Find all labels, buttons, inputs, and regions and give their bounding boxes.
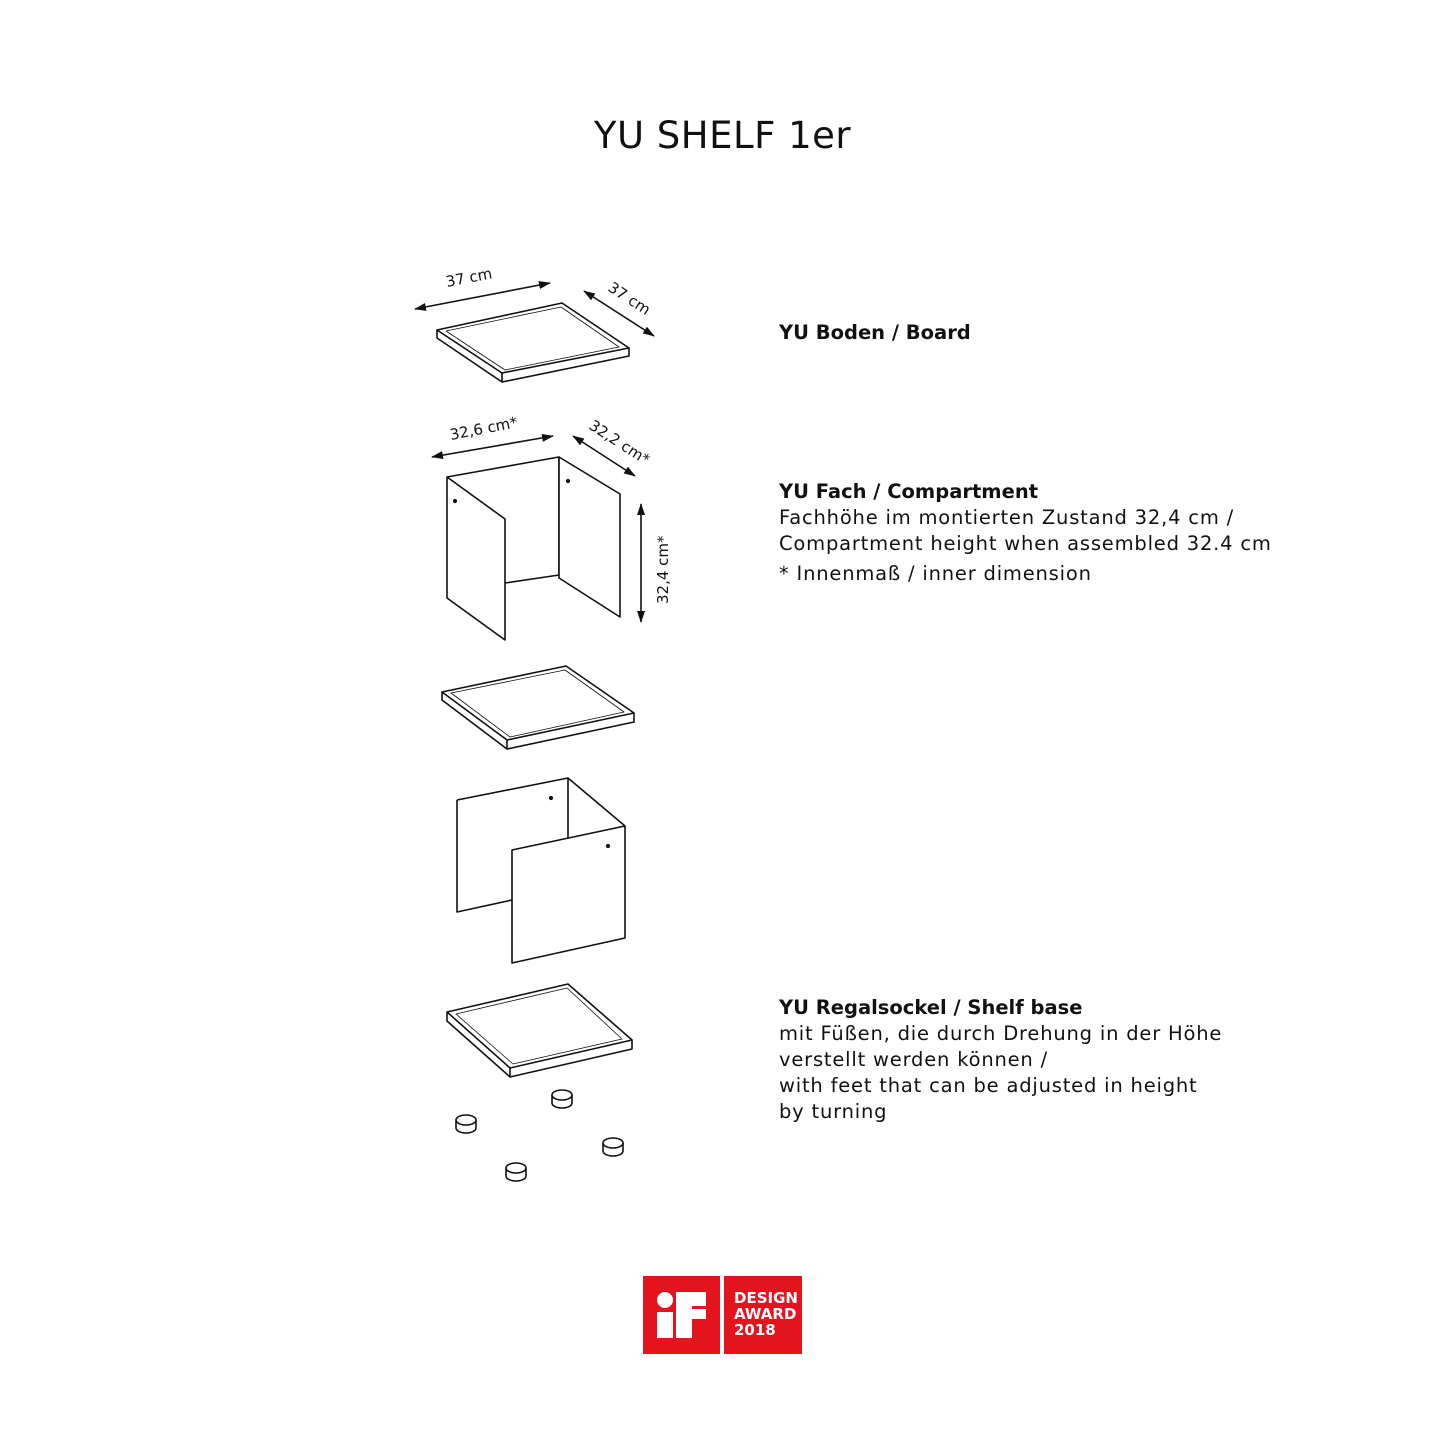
dim-board-depth: 37 cm [605, 278, 654, 319]
part-description: mit Füßen, die durch Drehung in der Höhe [779, 1022, 1223, 1045]
part-description: Compartment height when assembled 32.4 c… [779, 532, 1272, 555]
part-description: Fachhöhe im montierten Zustand 32,4 cm / [779, 506, 1234, 529]
compartment-label: YU Fach / Compartment Fachhöhe im montie… [779, 479, 1272, 587]
part-description: with feet that can be adjusted in height [779, 1074, 1198, 1097]
adjustable-feet [455, 1089, 624, 1182]
dim-compartment-width: 32,6 cm* [448, 413, 519, 444]
part-name: YU Regalsockel / Shelf base [779, 996, 1083, 1019]
if-design-award-logo: DESIGN AWARD 2018 [643, 1276, 802, 1354]
part-name: YU Boden / Board [779, 321, 971, 344]
board-top [436, 302, 630, 383]
width-arrow [431, 433, 554, 460]
part-name: YU Fach / Compartment [779, 480, 1039, 503]
foot [551, 1089, 573, 1109]
page-title: YU SHELF 1er [593, 114, 852, 157]
board-middle [441, 665, 635, 750]
depth-arrow [583, 290, 655, 337]
footnote: * Innenmaß / inner dimension [779, 562, 1092, 585]
foot [602, 1137, 624, 1157]
shelf-base-label: YU Regalsockel / Shelf base mit Füßen, d… [779, 995, 1222, 1125]
foot [505, 1162, 527, 1182]
part-description: verstellt werden können / [779, 1048, 1048, 1071]
part-description: by turning [779, 1100, 888, 1123]
dim-compartment-depth: 32,2 cm* [586, 416, 654, 469]
foot [455, 1114, 477, 1134]
compartment-top [446, 456, 621, 641]
shelf-base [446, 983, 633, 1078]
board-label: YU Boden / Board [779, 320, 971, 346]
dim-compartment-height: 32,4 cm* [654, 535, 672, 604]
award-line: AWARD [734, 1305, 797, 1323]
depth-arrow [572, 435, 636, 477]
award-text: DESIGN AWARD 2018 [724, 1276, 802, 1354]
award-year: 2018 [734, 1321, 776, 1339]
if-logo-mark [643, 1276, 720, 1354]
width-arrow [414, 281, 551, 311]
compartment-bottom [456, 777, 626, 964]
dim-board-width: 37 cm [444, 264, 493, 291]
award-line: DESIGN [734, 1289, 798, 1307]
